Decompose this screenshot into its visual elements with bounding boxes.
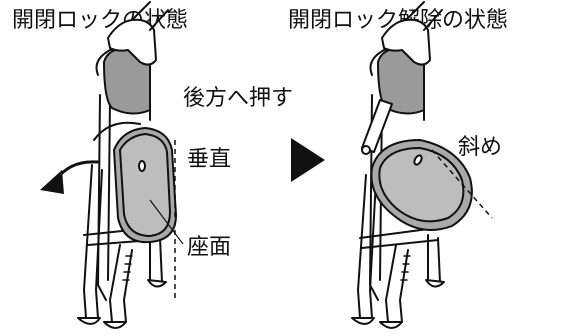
right-chair-illustration	[351, 1, 473, 329]
push-backward-label: 後方へ押す	[183, 86, 294, 111]
seat-leader-line	[149, 199, 184, 245]
seat-label: 座面	[187, 235, 232, 260]
vertical-label: 垂直	[187, 147, 232, 172]
angled-guide-line	[431, 149, 493, 219]
left-chair-illustration	[54, 1, 177, 329]
right-panel-title: 開閉ロック解除の状態	[288, 8, 509, 33]
rotate-arrow-head-icon	[40, 170, 64, 194]
angled-label: 斜め	[458, 135, 503, 160]
right-triangle-arrow-icon	[291, 138, 325, 182]
